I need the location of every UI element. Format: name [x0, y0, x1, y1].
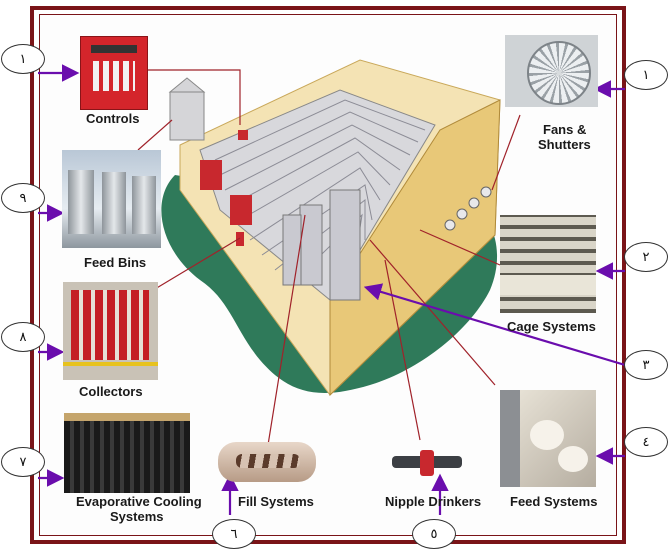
number-bubble-house: ٣ — [624, 350, 668, 380]
purple-arrows — [38, 64, 626, 515]
fans-label-line2: Shutters — [538, 137, 591, 152]
cage-systems-image — [500, 215, 596, 313]
feed-bins-image — [62, 150, 161, 248]
evaporative-cooling-label-line2: Systems — [110, 509, 164, 524]
number-bubble-fill: ٦ — [212, 519, 256, 549]
fans-image — [505, 35, 598, 107]
number-bubble-fans: ١ — [624, 60, 668, 90]
cage-columns — [282, 189, 361, 301]
feed-systems-label: Feed Systems — [510, 494, 598, 509]
number-bubble-nipple: ٥ — [412, 519, 456, 549]
leader-lines — [137, 69, 521, 446]
number-bubble-feed-bins: ٩ — [1, 183, 45, 213]
number-bubble-cage-systems: ٢ — [624, 242, 668, 272]
collectors-label: Collectors — [79, 384, 143, 399]
controls-label: Controls — [86, 111, 140, 126]
evaporative-cooling-image — [64, 413, 190, 493]
house-interior — [199, 89, 436, 301]
feed-systems-image — [500, 390, 596, 487]
number-bubble-feed-systems: ٤ — [624, 427, 668, 457]
house-side — [329, 99, 501, 397]
cage-systems-label: Cage Systems — [507, 319, 596, 334]
fill-systems-label: Fill Systems — [238, 494, 314, 509]
evaporative-cooling-label-line1: Evaporative Cooling — [76, 494, 202, 509]
controls-image — [80, 36, 148, 110]
number-bubble-collectors: ٨ — [1, 322, 45, 352]
fans-label-line1: Fans & — [543, 122, 587, 137]
number-bubble-evaporative: ٧ — [1, 447, 45, 477]
side-fans — [444, 186, 492, 231]
nipple-drinkers-label: Nipple Drinkers — [385, 494, 482, 509]
feed-bins-label: Feed Bins — [84, 255, 147, 270]
nipple-drinkers-image — [392, 450, 462, 480]
house-collectors — [200, 130, 252, 246]
collectors-image — [63, 282, 158, 380]
fill-systems-image — [218, 442, 316, 482]
number-bubble-controls: ١ — [1, 44, 45, 74]
outer-frame — [30, 6, 626, 544]
silo — [168, 77, 206, 141]
